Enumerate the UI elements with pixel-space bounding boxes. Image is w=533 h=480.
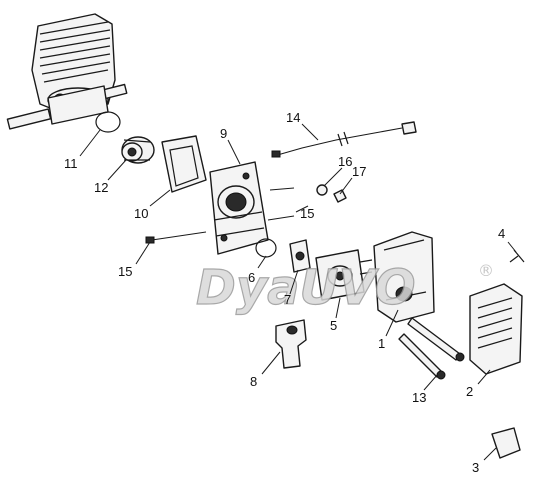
callout-15-lower: 15	[118, 264, 132, 279]
watermark-registered-mark: ®	[478, 261, 494, 280]
part-fuel-fitting	[275, 319, 307, 369]
callout-13: 13	[412, 390, 426, 405]
callout-15-upper: 15	[300, 206, 314, 221]
callout-3: 3	[472, 460, 479, 475]
part-cylinder-assembly	[6, 13, 128, 130]
part-washer-screw	[316, 184, 347, 203]
part-pin	[509, 249, 525, 263]
callout-17: 17	[352, 164, 366, 179]
part-carburetor	[315, 249, 373, 301]
part-filter-bracket	[373, 231, 435, 323]
part-carb-gasket	[289, 239, 311, 273]
part-gasket	[161, 135, 207, 193]
callout-2: 2	[466, 384, 473, 399]
callout-4: 4	[498, 226, 505, 241]
part-knob	[491, 427, 521, 459]
part-collar	[121, 136, 155, 164]
callout-16: 16	[338, 154, 352, 169]
callout-10: 10	[134, 206, 148, 221]
callout-6: 6	[248, 270, 255, 285]
part-spring-ring	[95, 111, 121, 133]
callout-11: 11	[64, 156, 78, 171]
callout-14: 14	[286, 110, 300, 125]
watermark-logo: DyaUVO ®	[195, 259, 494, 316]
callout-1: 1	[378, 336, 385, 351]
callout-9: 9	[220, 126, 227, 141]
watermark-text: DyaUVO	[196, 260, 416, 316]
leader-lines	[79, 123, 517, 461]
callout-5: 5	[330, 318, 337, 333]
callout-12: 12	[94, 180, 108, 195]
part-throttle-cable	[271, 121, 417, 158]
callout-7: 7	[284, 292, 291, 307]
part-air-filter	[469, 283, 523, 375]
part-screws	[145, 187, 295, 244]
part-bolts	[398, 317, 465, 380]
part-o-ring	[255, 238, 277, 258]
callout-8: 8	[250, 374, 257, 389]
callout-numbers: 11 12 10 9 14 16 17 15 15 6 7 5 8 1 13 2…	[64, 110, 505, 475]
part-intake-plate	[209, 161, 269, 255]
